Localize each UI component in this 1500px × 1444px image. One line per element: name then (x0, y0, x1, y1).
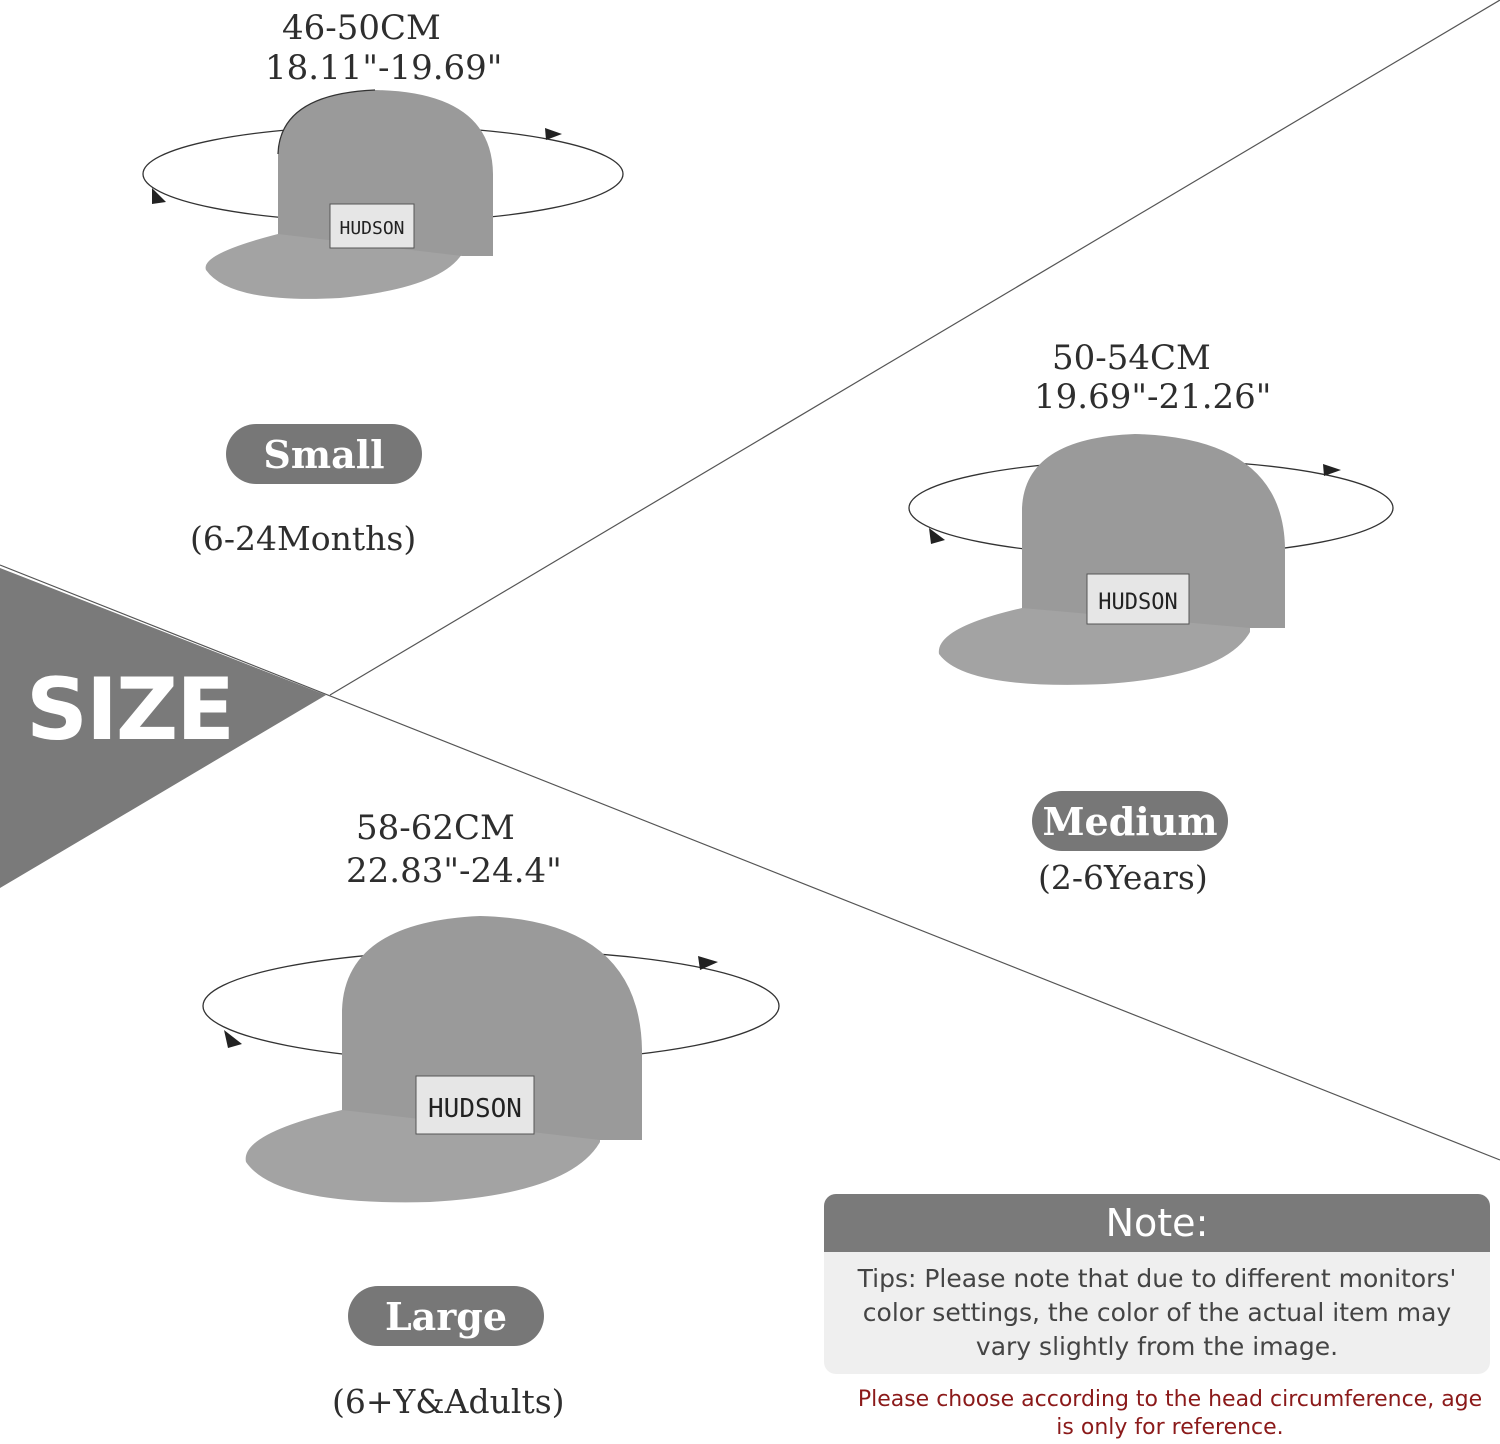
small-cap-brim (205, 234, 462, 299)
large-cap-patch (415, 1075, 535, 1135)
small-size-pill: Small (226, 424, 422, 484)
note-box: Note: Tips: Please note that due to diff… (824, 1194, 1490, 1374)
medium-cap-image: HUDSON (908, 434, 1394, 685)
small-cap-patch-text: HUDSON (339, 218, 404, 239)
medium-inch: 19.69"-21.26" (1034, 377, 1272, 417)
note-body: Tips: Please note that due to different … (857, 1264, 1457, 1361)
medium-cap-patch (1086, 573, 1190, 625)
small-arrow-left-icon (152, 188, 166, 204)
small-arrow-right-icon (545, 128, 562, 140)
large-arrow-left-icon (224, 1030, 242, 1048)
large-size-pill: Large (348, 1286, 544, 1346)
large-age: (6+Y&Adults) (332, 1382, 565, 1421)
medium-size-pill: Medium (1032, 791, 1228, 851)
small-age: (6-24Months) (190, 519, 417, 558)
medium-cap-patch-text: HUDSON (1098, 590, 1177, 615)
medium-age: (2-6Years) (1038, 858, 1208, 897)
large-cm: 58-62CM (356, 808, 515, 848)
large-cap-patch-text: HUDSON (428, 1094, 522, 1124)
note-warning: Please choose according to the head circ… (857, 1387, 1483, 1440)
small-cap-patch (329, 203, 415, 249)
medium-cap-brim (938, 608, 1250, 685)
medium-arrow-right-icon (1323, 464, 1341, 476)
size-banner-title: SIZE (26, 660, 235, 760)
small-cm: 46-50CM (282, 8, 441, 48)
divider-line-upper (329, 0, 1500, 696)
divider-line-lower (0, 564, 1500, 1161)
small-cap-image: HUDSON (142, 89, 624, 299)
medium-arrow-left-icon (929, 528, 945, 544)
note-title: Note: (824, 1194, 1490, 1252)
large-arrow-right-icon (698, 956, 718, 970)
small-inch: 18.11"-19.69" (265, 48, 503, 88)
medium-cm: 50-54CM (1052, 338, 1211, 378)
large-inch: 22.83"-24.4" (346, 851, 562, 891)
large-cap-image: HUDSON (202, 916, 780, 1203)
size-banner-triangle (0, 568, 326, 888)
